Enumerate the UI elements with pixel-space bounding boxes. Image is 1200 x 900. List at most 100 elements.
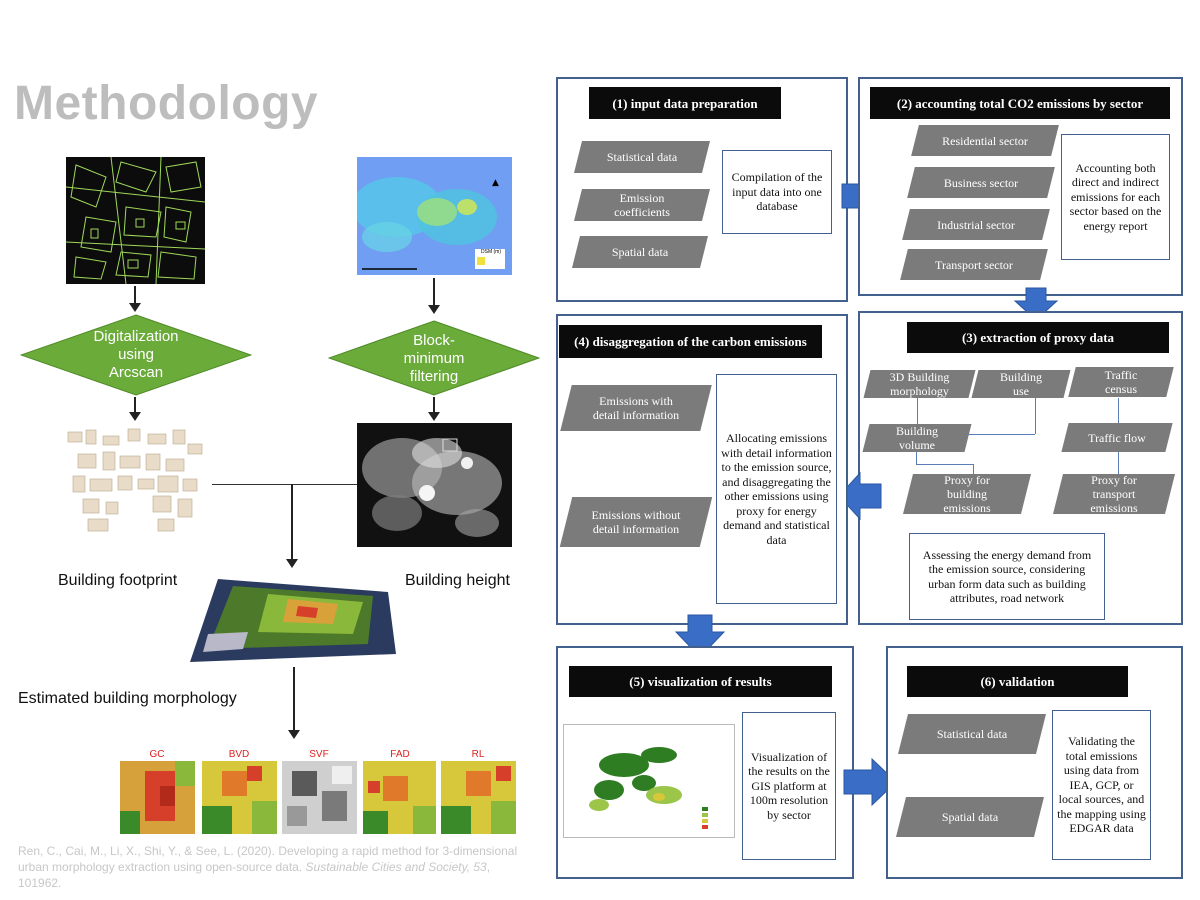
arrow-down xyxy=(286,484,298,568)
connector-line xyxy=(973,464,974,474)
arrow-down xyxy=(1014,287,1058,321)
diamond1-line: Arcscan xyxy=(108,364,164,381)
proxy-label: Traffic census xyxy=(1104,368,1138,396)
sector-industrial: Industrial sector xyxy=(902,209,1050,240)
note-accounting: Accounting both direct and indirect emis… xyxy=(1061,134,1170,260)
connector-line xyxy=(916,452,917,464)
digitalization-diamond xyxy=(20,314,252,396)
sector-label: Industrial sector xyxy=(937,217,1015,232)
building-footprint-image xyxy=(58,424,210,539)
input-statistical-data: Statistical data xyxy=(574,141,710,173)
connector-line xyxy=(968,434,1035,435)
citation: Ren, C., Cai, M., Li, X., Shi, Y., & See… xyxy=(18,843,528,891)
citation-end: , 101962. xyxy=(18,860,491,890)
arrow-down xyxy=(428,278,440,314)
sector-business: Business sector xyxy=(907,167,1055,198)
proxy-label: Traffic flow xyxy=(1088,430,1146,445)
header-input-preparation: (1) input data preparation xyxy=(589,87,781,119)
diamond1-line: using xyxy=(118,346,154,363)
footprint-vector-lines xyxy=(66,157,205,284)
connector-line xyxy=(1035,398,1036,434)
block-filtering-diamond xyxy=(328,320,540,396)
visualization-map xyxy=(563,724,735,838)
visualization-map-shapes xyxy=(589,747,708,829)
connector-line xyxy=(1118,398,1119,423)
proxy-label: Building volume xyxy=(895,424,938,452)
arrow-right xyxy=(843,758,897,806)
diamond2-line: filtering xyxy=(409,368,459,385)
diamond2-line: Block- xyxy=(413,332,455,349)
map-fad xyxy=(363,761,436,834)
sector-label: Residential sector xyxy=(942,133,1028,148)
header-validation: (6) validation xyxy=(907,666,1128,697)
footprint-shapes xyxy=(67,428,203,532)
connector-line xyxy=(1118,452,1119,474)
building-height-image xyxy=(357,423,512,547)
input-label: Statistical data xyxy=(936,727,1008,741)
dsm-raster-pattern: ▲ xyxy=(357,177,505,270)
arrow-down xyxy=(129,397,141,421)
input-label: Emission coefficients xyxy=(614,191,670,219)
validation-spatial-data: Spatial data xyxy=(896,797,1044,837)
citation-text: Ren, C., Cai, M., Li, X., Shi, Y., & See… xyxy=(18,844,518,874)
map-label-gc: GC xyxy=(149,749,165,760)
footprint-vector-image xyxy=(66,157,205,284)
map-label-rl: RL xyxy=(471,749,485,760)
sector-transport: Transport sector xyxy=(900,249,1048,280)
input-emissions-with-detail: Emissions with detail information xyxy=(560,385,712,431)
estimated-morphology-caption: Estimated building morphology xyxy=(18,690,237,707)
proxy-traffic-flow: Traffic flow xyxy=(1061,423,1173,452)
arrow-down xyxy=(288,667,300,739)
proxy-for-transport-emissions: Proxy for transport emissions xyxy=(1053,473,1175,515)
proxy-building-use: Building use xyxy=(971,370,1071,398)
input-label: Spatial data xyxy=(941,810,999,824)
map-label-bvd: BVD xyxy=(228,749,250,760)
citation-journal: Sustainable Cities and Society, 53 xyxy=(305,860,487,874)
map-bvd xyxy=(202,761,277,834)
input-label: Spatial data xyxy=(611,245,669,259)
3d-morphology-render xyxy=(190,579,396,662)
sector-label: Business sector xyxy=(943,175,1019,190)
diamond1-line: Digitalization xyxy=(93,328,179,345)
input-emissions-without-detail: Emissions without detail information xyxy=(559,497,713,547)
note-compilation: Compilation of the input data into one d… xyxy=(722,150,832,234)
validation-statistical-data: Statistical data xyxy=(898,714,1046,754)
header-proxy-extraction: (3) extraction of proxy data xyxy=(907,322,1169,353)
digitalization-label: Digitalization using Arcscan xyxy=(60,328,212,382)
dsm-raster-image: ▲ DSM (m) xyxy=(357,157,512,275)
header-visualization: (5) visualization of results xyxy=(569,666,832,697)
input-spatial-data: Spatial data xyxy=(572,236,708,268)
connector-line xyxy=(917,398,918,424)
input-emission-coefficients: Emission coefficients xyxy=(574,189,710,221)
proxy-3d-morphology: 3D Building morphology xyxy=(863,370,976,398)
input-label: Emissions without detail information xyxy=(591,508,681,536)
height-raster-pattern xyxy=(362,438,502,537)
diamond2-line: minimum xyxy=(403,350,465,367)
proxy-traffic-census: Traffic census xyxy=(1068,367,1174,397)
building-footprint-caption: Building footprint xyxy=(58,572,178,589)
connector-line xyxy=(212,484,357,485)
map-rl xyxy=(441,761,516,834)
svg-text:▲: ▲ xyxy=(492,178,499,188)
note-visualization: Visualization of the results on the GIS … xyxy=(742,712,836,860)
input-label: Statistical data xyxy=(606,150,678,164)
connector-line xyxy=(916,464,973,465)
arrow-down xyxy=(428,397,440,421)
building-height-caption: Building height xyxy=(405,572,510,589)
header-disaggregation: (4) disaggregation of the carbon emissio… xyxy=(559,325,822,358)
block-filtering-label: Block- minimum filtering xyxy=(364,332,504,386)
arrow-down xyxy=(129,286,141,312)
sector-residential: Residential sector xyxy=(911,125,1059,156)
proxy-label: Proxy for transport emissions xyxy=(1090,473,1138,515)
proxy-label: Building use xyxy=(999,370,1042,398)
arrow-down xyxy=(675,614,725,658)
header-accounting-emissions: (2) accounting total CO2 emissions by se… xyxy=(870,87,1170,119)
proxy-label: 3D Building morphology xyxy=(889,370,950,398)
map-svf xyxy=(282,761,357,834)
map-gc xyxy=(120,761,195,834)
proxy-label: Proxy for building emissions xyxy=(943,473,991,515)
arrow-left xyxy=(838,472,882,520)
sector-label: Transport sector xyxy=(935,257,1013,272)
dsm-legend-label: DSM (m) xyxy=(481,249,501,255)
note-allocating: Allocating emissions with detail informa… xyxy=(716,374,837,604)
